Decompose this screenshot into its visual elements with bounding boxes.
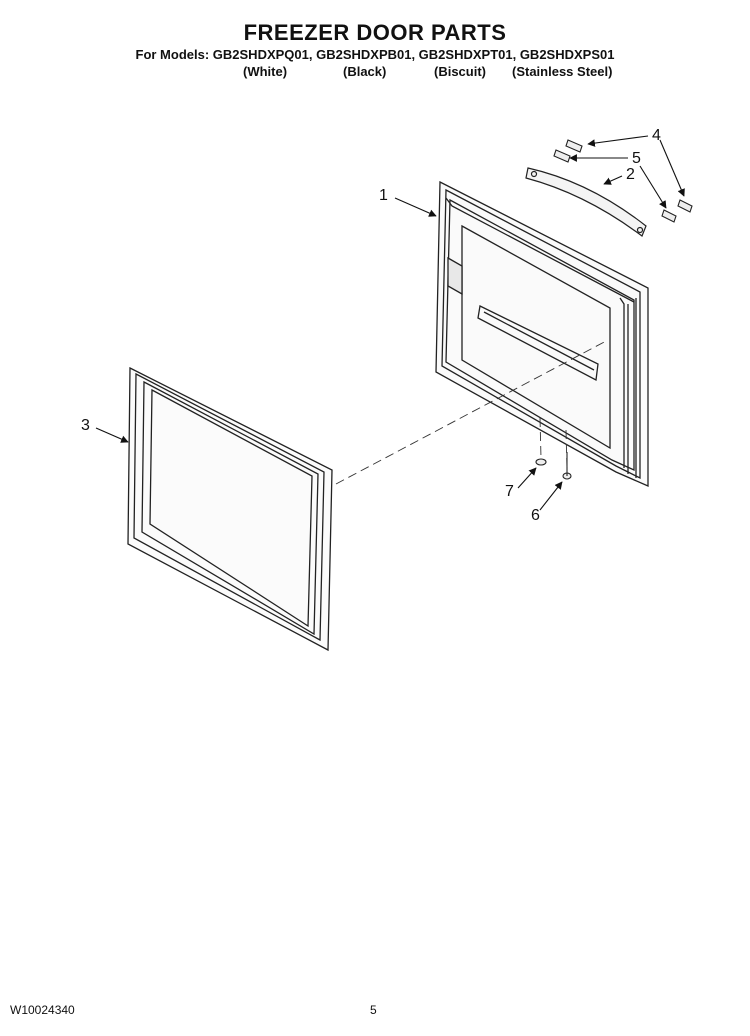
leader-arrows — [95, 135, 685, 511]
callout-4: 4 — [652, 127, 661, 144]
callout-3: 3 — [81, 417, 90, 434]
alignment-lines — [335, 339, 609, 485]
variant-black: (Black) — [343, 64, 387, 79]
clip-parts — [565, 139, 693, 213]
hinge-strap — [525, 167, 647, 237]
page-title: FREEZER DOOR PARTS — [243, 20, 507, 45]
document-code: W10024340 — [10, 1003, 75, 1017]
variant-stainless-steel: (Stainless Steel) — [512, 64, 613, 79]
page-number: 5 — [370, 1003, 377, 1017]
callout-7: 7 — [505, 483, 514, 500]
callout-2: 2 — [626, 166, 635, 183]
variant-white: (White) — [243, 64, 288, 79]
bottom-fasteners — [535, 452, 572, 480]
models-line: For Models: GB2SHDXPQ01, GB2SHDXPB01, GB… — [135, 47, 615, 62]
door-gasket — [127, 366, 333, 652]
screw-parts — [553, 149, 677, 223]
callout-1: 1 — [379, 187, 388, 204]
freezer-door-assembly — [435, 180, 649, 487]
callout-5: 5 — [632, 150, 641, 167]
variant-biscuit: (Biscuit) — [434, 64, 486, 79]
callout-6: 6 — [531, 507, 540, 524]
